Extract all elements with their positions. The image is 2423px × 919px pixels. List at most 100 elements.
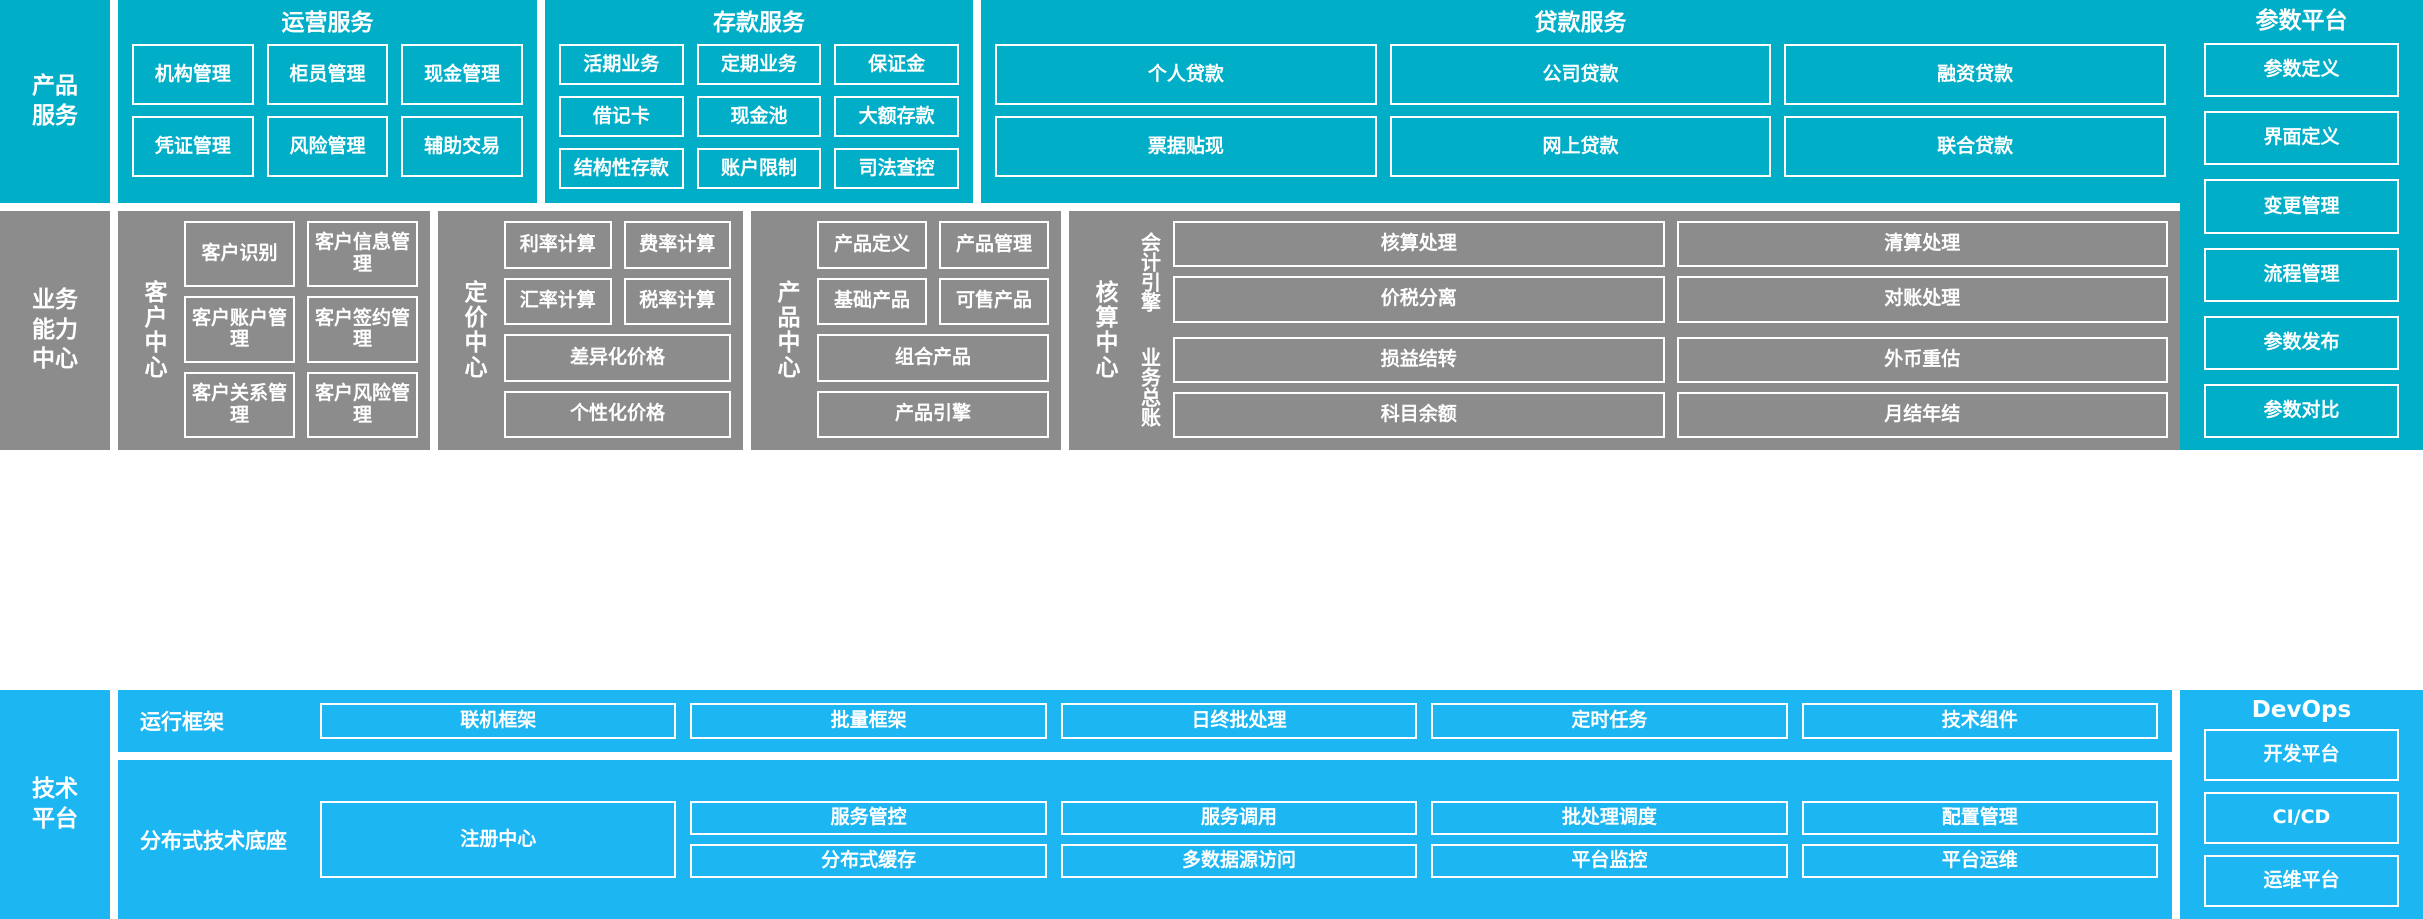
capability-item[interactable]: 利率计算 [504,221,612,269]
capability-item[interactable]: 客户账户管理 [184,296,295,363]
tech-item[interactable]: 平台监控 [1431,844,1788,878]
capability-item[interactable]: 费率计算 [623,221,731,269]
capability-item[interactable]: 产品定义 [817,221,927,269]
tech-item[interactable]: 联机框架 [320,703,677,739]
service-item[interactable]: 个人贷款 [995,44,1377,105]
center-accounting-label: 核算中心 [1091,279,1117,380]
capability-item[interactable]: 清算处理 [1676,221,2168,268]
accounting-subgroup-ledger: 业务总账 损益结转 外币重估 科目余额 月结年结 [1135,336,2168,438]
tech-item[interactable]: 批处理调度 [1431,801,1788,835]
devops-title: DevOps [2251,697,2352,723]
group-operation-service: 运营服务 机构管理 柜员管理 现金管理 凭证管理 风险管理 辅助交易 [118,0,537,203]
panel-param-platform: 参数平台 参数定义 界面定义 变更管理 流程管理 参数发布 参数对比 [2180,0,2423,450]
row-product-service: 产品 服务 运营服务 机构管理 柜员管理 现金管理 凭证管理 风险管理 辅助交易… [0,0,2180,203]
rail-product-service-line2: 服务 [32,102,78,129]
group-operation-service-title: 运营服务 [281,10,374,36]
center-product-label: 产品中心 [773,279,799,380]
capability-item[interactable]: 组合产品 [817,334,1049,382]
rail-product-service-line1: 产品 [32,73,78,100]
rail-business-capability-line1: 业务 [32,287,78,314]
tech-item[interactable]: 服务管控 [690,801,1047,835]
tech-item[interactable]: 配置管理 [1801,801,2158,835]
tech-band-base-label: 分布式技术底座 [140,828,287,853]
service-item[interactable]: 账户限制 [696,148,822,189]
param-item[interactable]: 参数定义 [2204,43,2399,98]
group-deposit-service: 存款服务 活期业务 定期业务 保证金 借记卡 现金池 大额存款 结构性存款 账户… [545,0,973,203]
service-item[interactable]: 辅助交易 [401,116,523,177]
tech-item[interactable]: 技术组件 [1801,703,2158,739]
capability-item[interactable]: 可售产品 [939,277,1049,325]
tech-band-runtime-label: 运行框架 [140,710,224,734]
service-item[interactable]: 联合贷款 [1784,116,2166,177]
service-item[interactable]: 票据贴现 [995,116,1377,177]
capability-item[interactable]: 对账处理 [1676,276,2168,323]
service-item[interactable]: 活期业务 [559,44,684,85]
capability-item[interactable]: 外币重估 [1676,336,2168,383]
accounting-subgroup-engine: 会计引擎 核算处理 清算处理 价税分离 对账处理 [1135,221,2168,323]
accounting-engine-label: 会计引擎 [1137,231,1162,312]
service-item[interactable]: 定期业务 [696,44,822,85]
param-item[interactable]: 变更管理 [2204,179,2399,234]
capability-item[interactable]: 汇率计算 [504,277,612,325]
param-item[interactable]: 流程管理 [2204,247,2399,302]
rail-tech-platform-line2: 平台 [32,805,78,832]
center-pricing: 定价中心 利率计算 费率计算 汇率计算 税率计算 差异化价格 个性化价格 [438,211,743,450]
tech-item[interactable]: 批量框架 [690,703,1047,739]
capability-item[interactable]: 核算处理 [1173,221,1665,268]
param-item[interactable]: 参数发布 [2204,315,2399,370]
service-item[interactable]: 现金管理 [401,44,523,105]
capability-item[interactable]: 基础产品 [817,277,927,325]
service-item[interactable]: 机构管理 [132,44,254,105]
accounting-ledger-label: 业务总账 [1137,347,1162,428]
param-item[interactable]: 界面定义 [2204,111,2399,166]
capability-item[interactable]: 价税分离 [1173,276,1665,323]
service-item[interactable]: 凭证管理 [132,116,254,177]
tech-item[interactable]: 服务调用 [1060,801,1418,835]
center-accounting: 核算中心 会计引擎 核算处理 清算处理 价税分离 对账处理 业务总账 [1069,211,2180,450]
tech-item[interactable]: 定时任务 [1431,703,1788,739]
capability-item[interactable]: 客户签约管理 [307,296,418,363]
tech-item[interactable]: 平台运维 [1801,844,2158,878]
tech-item[interactable]: 日终批处理 [1060,703,1418,739]
capability-item[interactable]: 个性化价格 [504,390,731,438]
capability-item[interactable]: 客户关系管理 [184,371,295,438]
service-item[interactable]: 结构性存款 [559,148,684,189]
tech-item[interactable]: 分布式缓存 [690,844,1047,878]
rail-tech-platform-line1: 技术 [32,776,78,803]
center-customer: 客户中心 客户识别 客户信息管理 客户账户管理 客户签约管理 客户关系管理 客户… [118,211,430,450]
tech-item-registry[interactable]: 注册中心 [320,801,677,878]
tech-band-runtime: 运行框架 联机框架 批量框架 日终批处理 定时任务 技术组件 [118,690,2172,752]
service-item[interactable]: 借记卡 [559,96,684,137]
capability-item[interactable]: 月结年结 [1676,391,2168,438]
service-item[interactable]: 融资贷款 [1784,44,2166,105]
rail-business-capability-line2: 能力 [32,316,78,343]
rail-tech-platform: 技术 平台 [0,690,110,919]
service-item[interactable]: 现金池 [696,96,822,137]
capability-item[interactable]: 科目余额 [1173,391,1665,438]
capability-item[interactable]: 客户识别 [184,221,295,288]
rail-business-capability: 业务 能力 中心 [0,211,110,450]
devops-item[interactable]: 开发平台 [2204,729,2399,781]
tech-item[interactable]: 多数据源访问 [1060,844,1418,878]
devops-item[interactable]: 运维平台 [2204,855,2399,907]
capability-item[interactable]: 产品管理 [939,221,1049,269]
service-item[interactable]: 保证金 [834,44,959,85]
capability-item[interactable]: 产品引擎 [817,390,1049,438]
service-item[interactable]: 司法查控 [834,148,959,189]
param-item[interactable]: 参数对比 [2204,383,2399,439]
group-loan-service-title: 贷款服务 [1534,10,1627,36]
service-item[interactable]: 柜员管理 [266,44,389,105]
capability-item[interactable]: 税率计算 [623,277,731,325]
devops-item[interactable]: CI/CD [2204,792,2399,844]
center-product: 产品中心 产品定义 产品管理 基础产品 可售产品 组合产品 产品引擎 [751,211,1061,450]
capability-item[interactable]: 差异化价格 [504,334,731,382]
capability-item[interactable]: 损益结转 [1173,336,1665,383]
capability-item[interactable]: 客户信息管理 [307,221,418,288]
service-item[interactable]: 大额存款 [834,96,959,137]
capability-item[interactable]: 客户风险管理 [307,371,418,438]
service-item[interactable]: 公司贷款 [1389,44,1772,105]
center-pricing-label: 定价中心 [460,279,486,380]
service-item[interactable]: 风险管理 [266,116,389,177]
main-columns: 产品 服务 运营服务 机构管理 柜员管理 现金管理 凭证管理 风险管理 辅助交易… [0,0,2180,450]
service-item[interactable]: 网上贷款 [1389,116,1772,177]
